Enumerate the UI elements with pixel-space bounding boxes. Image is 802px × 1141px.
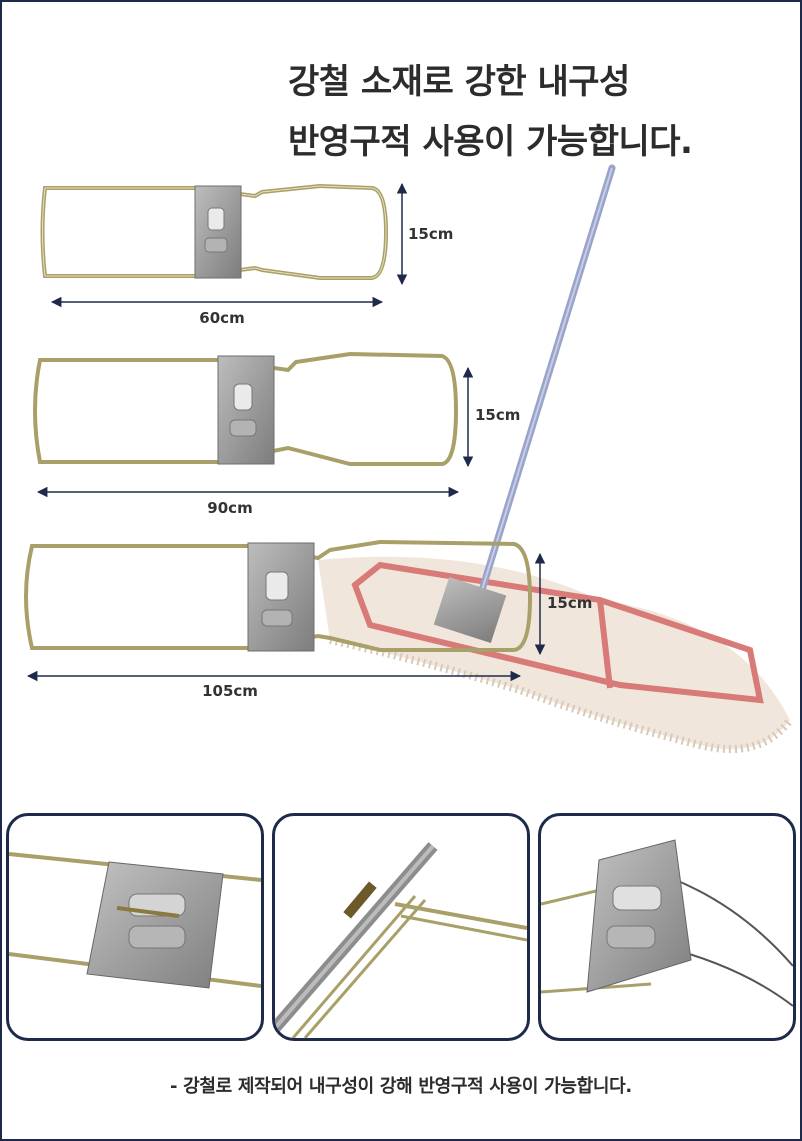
product-illustration: 15cm 60cm 15cm 90cm 15cm 105cm (24, 164, 794, 754)
mop-handle (433, 164, 616, 644)
frame-60cm (40, 183, 389, 280)
detail-photo-angle (538, 813, 796, 1041)
frame-60cm-width-label: 60cm (199, 309, 244, 327)
frame-60cm-height-label: 15cm (408, 225, 453, 243)
detail-photo-front (6, 813, 264, 1041)
frame-90cm-height-label: 15cm (475, 406, 520, 424)
footer-caption: - 강철로 제작되어 내구성이 강해 반영구적 사용이 가능합니다. (170, 1076, 632, 1097)
headline: 강철 소재로 강한 내구성 반영구적 사용이 가능합니다. (288, 52, 798, 172)
mop-head (318, 556, 794, 754)
frame-90cm (33, 351, 459, 466)
detail-photo-side (272, 813, 530, 1041)
frame-105cm-height-label: 15cm (547, 594, 592, 612)
headline-line-2: 반영구적 사용이 가능합니다. (288, 122, 693, 162)
frame-105cm (24, 539, 533, 652)
frame-105cm-width-label: 105cm (202, 682, 258, 700)
headline-line-1: 강철 소재로 강한 내구성 (288, 62, 630, 102)
frame-90cm-width-label: 90cm (207, 499, 252, 517)
